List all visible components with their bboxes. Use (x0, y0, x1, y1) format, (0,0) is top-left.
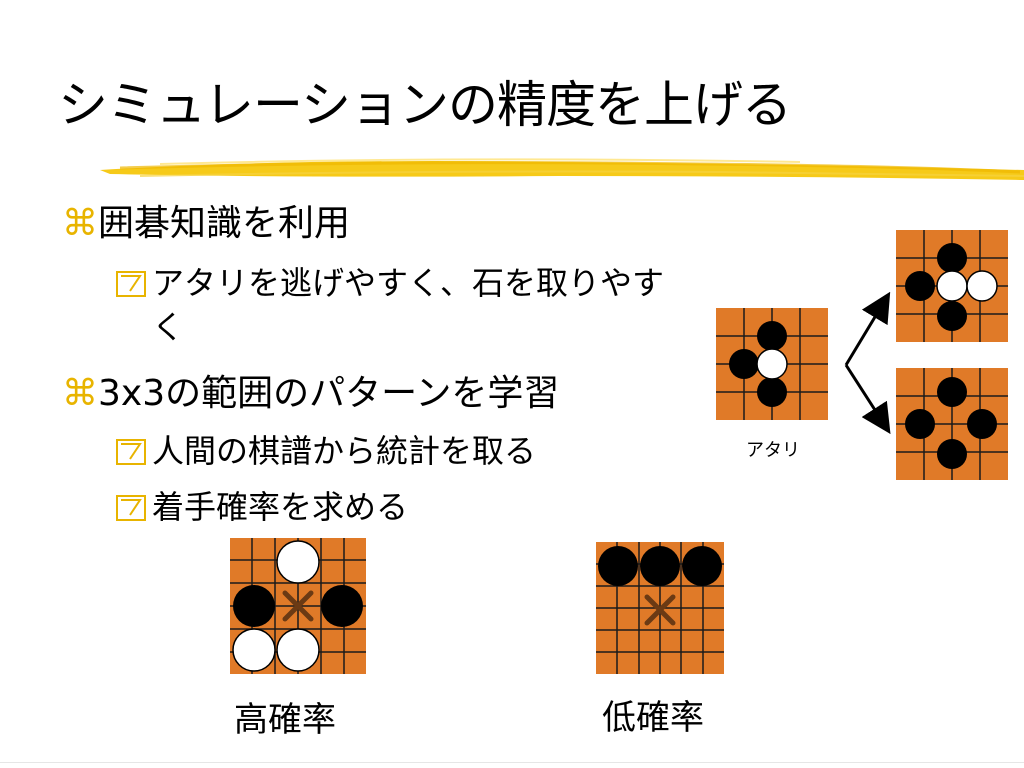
command-key-icon: ⌘ (62, 373, 98, 414)
black-stone (757, 321, 787, 351)
white-stone (276, 540, 320, 584)
black-stone (729, 349, 759, 379)
checkbox-z-icon (116, 439, 146, 465)
white-stone (276, 628, 320, 672)
sub-bullet-probability: 着手確率を求める (116, 488, 408, 526)
go-board-low-probability (596, 542, 724, 674)
black-stone (321, 585, 363, 627)
black-stone (905, 409, 935, 439)
branch-arrow-icon (844, 291, 891, 435)
go-board-escape (896, 230, 1008, 342)
sub-bullet-text: 着手確率を求める (152, 488, 409, 526)
title-underline-brush (100, 158, 1024, 180)
x-mark-icon (282, 590, 314, 622)
bullet-pattern: ⌘3x3の範囲のパターンを学習 (62, 372, 559, 415)
go-board-high-probability (230, 538, 366, 674)
black-stone (640, 546, 680, 586)
black-stone (233, 585, 275, 627)
bullet-text: 3x3の範囲のパターンを学習 (98, 373, 560, 414)
go-board-atari (716, 308, 828, 420)
caption-atari: アタリ (746, 440, 800, 461)
black-stone (937, 377, 967, 407)
bullet-knowledge: ⌘囲碁知識を利用 (62, 202, 350, 245)
sub-bullet-text: アタリを逃げやすく、石を取りやす (152, 264, 665, 302)
sub-bullet-text-continued: く (152, 308, 185, 346)
go-board-capture (896, 368, 1008, 480)
slide-title: シミュレーションの精度を上げる (58, 76, 792, 134)
checkbox-z-icon (116, 271, 146, 297)
sub-bullet-atari: アタリを逃げやすく、石を取りやす (116, 264, 664, 302)
command-key-icon: ⌘ (62, 203, 98, 244)
white-stone (936, 270, 968, 302)
caption-high-probability: 高確率 (234, 700, 336, 740)
sub-bullet-stats: 人間の棋譜から統計を取る (116, 432, 536, 470)
caption-low-probability: 低確率 (602, 698, 704, 738)
black-stone (682, 546, 722, 586)
footer-divider (0, 762, 1024, 763)
sub-bullet-text: 人間の棋譜から統計を取る (152, 432, 537, 470)
bullet-text: 囲碁知識を利用 (98, 203, 351, 244)
x-mark-icon (644, 594, 676, 626)
white-stone (966, 270, 998, 302)
black-stone (937, 301, 967, 331)
sub-bullet-atari-continued: く (152, 308, 184, 346)
black-stone (757, 377, 787, 407)
checkbox-z-icon (116, 495, 146, 521)
white-stone (756, 348, 788, 380)
black-stone (937, 439, 967, 469)
black-stone (905, 271, 935, 301)
white-stone (232, 628, 276, 672)
black-stone (598, 546, 638, 586)
black-stone (937, 243, 967, 273)
black-stone (967, 409, 997, 439)
